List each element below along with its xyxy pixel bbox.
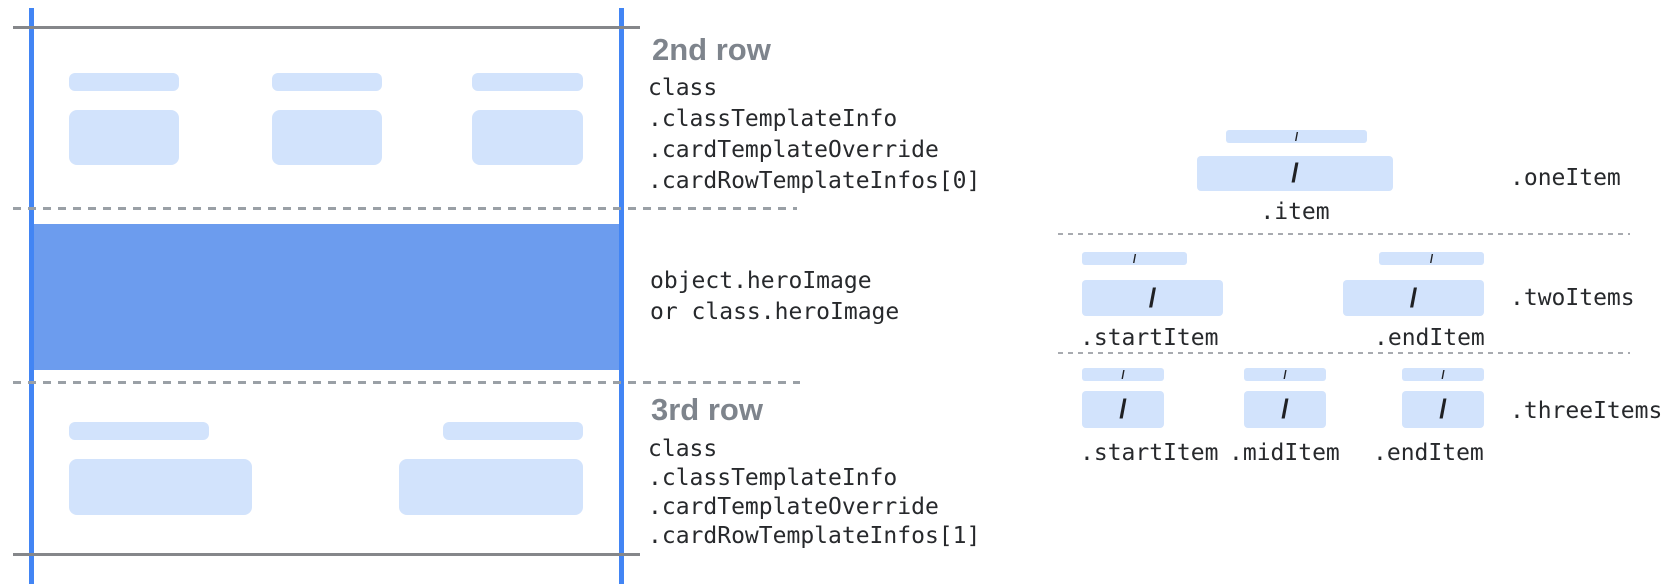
- row2-col3-value-placeholder: [472, 110, 583, 165]
- slash-glyph: /: [1294, 129, 1299, 144]
- slash-glyph: /: [1429, 251, 1434, 266]
- code-line: .classTemplateInfo: [648, 465, 898, 491]
- row3-col2-label-placeholder: [443, 422, 583, 440]
- one-item-row-label: .oneItem: [1510, 165, 1621, 191]
- three-items-end-sublabel: .endItem: [1373, 440, 1484, 466]
- slash-glyph: /: [1119, 394, 1127, 424]
- items-dashed-divider-1: [1058, 233, 1630, 235]
- row2-col3-label-placeholder: [472, 73, 583, 91]
- two-items-end-value-bar: /: [1343, 280, 1484, 316]
- slash-glyph: /: [1441, 367, 1445, 382]
- slash-glyph: /: [1121, 367, 1125, 382]
- two-items-row-label: .twoItems: [1510, 285, 1635, 311]
- code-line: class: [648, 75, 718, 101]
- one-item-sublabel: .item: [1260, 199, 1330, 225]
- row2-bottom-dashed-divider: [13, 207, 797, 210]
- row3-class-path: class .classTemplateInfo .cardTemplateOv…: [648, 435, 980, 551]
- slash-glyph: /: [1439, 394, 1447, 424]
- slash-glyph: /: [1148, 282, 1157, 313]
- hero-bottom-dashed-divider: [13, 381, 800, 384]
- row2-class-path: class .classTemplateInfo .cardTemplateOv…: [648, 73, 980, 197]
- three-items-start-sublabel: .startItem: [1080, 440, 1219, 466]
- code-line: .cardTemplateOverride: [648, 137, 939, 163]
- row2-col1-label-placeholder: [69, 73, 179, 91]
- three-items-row-label: .threeItems: [1510, 398, 1663, 424]
- row2-col1-value-placeholder: [69, 110, 179, 165]
- row2-heading: 2nd row: [652, 32, 771, 67]
- two-items-end-label-bar: /: [1379, 251, 1484, 266]
- card-bottom-border-line: [13, 553, 640, 556]
- code-line: .cardRowTemplateInfos[0]: [648, 168, 981, 194]
- slash-glyph: /: [1283, 367, 1287, 382]
- three-items-start-value-bar: /: [1082, 391, 1164, 428]
- card-left-guide-line-overlay: [29, 224, 34, 370]
- row3-col1-value-placeholder: [69, 459, 252, 515]
- three-items-end-label-bar: /: [1402, 367, 1484, 382]
- hero-image-band: [31, 224, 622, 370]
- code-line: object.heroImage: [650, 268, 872, 294]
- row3-col2-value-placeholder: [399, 459, 583, 515]
- two-items-start-value-bar: /: [1082, 280, 1223, 316]
- row2-col2-value-placeholder: [272, 110, 382, 165]
- card-top-border-line: [13, 26, 640, 29]
- three-items-mid-label-bar: /: [1244, 367, 1326, 382]
- items-dashed-divider-2: [1058, 352, 1630, 354]
- code-line: .cardRowTemplateInfos[1]: [648, 523, 981, 549]
- two-items-start-sublabel: .startItem: [1080, 325, 1219, 351]
- slash-glyph: /: [1409, 282, 1418, 313]
- code-line: .classTemplateInfo: [648, 106, 898, 132]
- one-item-label-bar: /: [1226, 129, 1367, 144]
- slash-glyph: /: [1132, 251, 1137, 266]
- row3-col1-label-placeholder: [69, 422, 209, 440]
- two-items-start-label-bar: /: [1082, 251, 1187, 266]
- three-items-mid-value-bar: /: [1244, 391, 1326, 428]
- row2-col2-label-placeholder: [272, 73, 382, 91]
- two-items-end-sublabel: .endItem: [1374, 325, 1485, 351]
- code-line: class: [648, 436, 718, 462]
- hero-field-path: object.heroImage or class.heroImage: [650, 266, 899, 328]
- code-line: .cardTemplateOverride: [648, 494, 939, 520]
- one-item-value-bar: /: [1197, 156, 1393, 191]
- three-items-mid-sublabel: .midItem: [1229, 440, 1340, 466]
- slash-glyph: /: [1291, 158, 1299, 188]
- three-items-end-value-bar: /: [1402, 391, 1484, 428]
- slash-glyph: /: [1281, 394, 1289, 424]
- code-line: or class.heroImage: [650, 299, 900, 325]
- row3-heading: 3rd row: [651, 392, 763, 427]
- three-items-start-label-bar: /: [1082, 367, 1164, 382]
- card-right-guide-line-overlay: [619, 224, 624, 370]
